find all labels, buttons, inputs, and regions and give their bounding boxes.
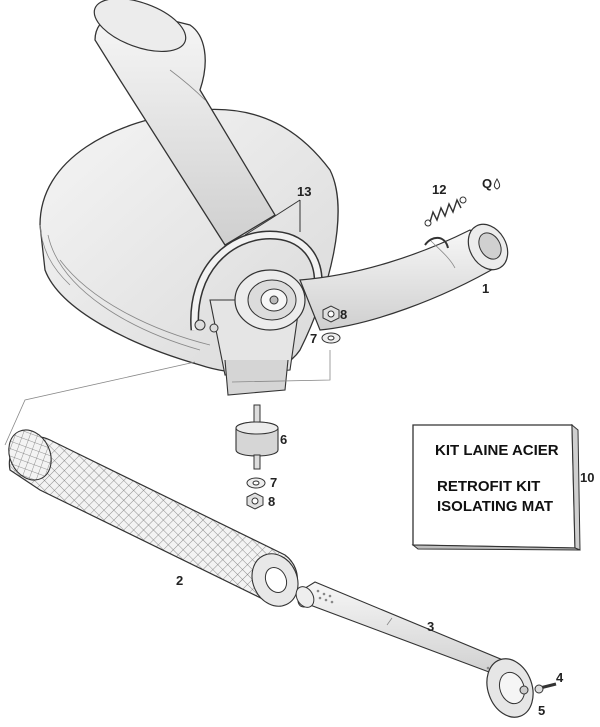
callout-10: 10 (580, 470, 594, 485)
kit-title-mat: ISOLATING MAT (437, 498, 553, 515)
rubber-mount (235, 404, 279, 470)
outlet-boss (234, 269, 306, 331)
callout-2: 2 (176, 573, 183, 588)
droplet-icon (493, 178, 501, 190)
callout-3: 3 (427, 619, 434, 634)
callout-12: 12 (432, 182, 446, 197)
callout-5: 5 (538, 703, 545, 718)
callout-13: 13 (297, 184, 311, 199)
washer-upper (321, 332, 341, 344)
outlet-pipe (299, 223, 509, 331)
kit-title-retrofit: RETROFIT KIT (437, 478, 540, 495)
nut-upper (322, 305, 340, 323)
spring (424, 196, 467, 227)
callout-8-lower: 8 (268, 494, 275, 509)
callout-4: 4 (556, 670, 564, 685)
perforated-tube (295, 581, 516, 679)
callout-q: Q (482, 176, 492, 191)
washer-lower (246, 477, 266, 489)
leader-lines (4, 199, 331, 446)
screw (534, 682, 557, 694)
mesh-sleeve (8, 429, 299, 607)
callout-1: 1 (482, 281, 489, 296)
end-cap (486, 658, 534, 718)
kit-title-fr: KIT LAINE ACIER (435, 442, 559, 459)
callout-6: 6 (280, 432, 287, 447)
kit-box: KIT LAINE ACIER RETROFIT KIT ISOLATING M… (411, 423, 581, 551)
nut-lower (246, 492, 264, 510)
inlet-tube (93, 0, 276, 246)
callout-8-upper: 8 (340, 307, 347, 322)
callout-7-upper: 7 (310, 331, 317, 346)
callout-7-lower: 7 (270, 475, 277, 490)
